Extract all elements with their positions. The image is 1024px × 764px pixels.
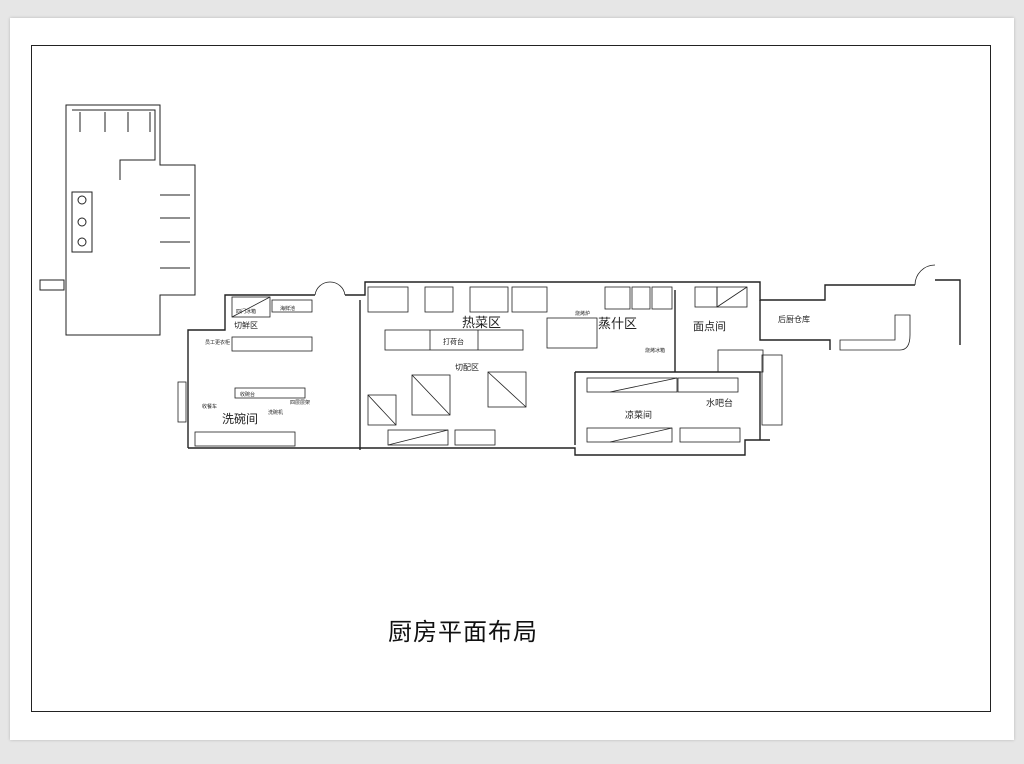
zone-cold-dish: 凉菜间 — [625, 409, 652, 421]
zone-counter: 打荷台 — [443, 337, 464, 346]
zone-storage: 后厨仓库 — [778, 314, 810, 324]
drawing-border — [31, 45, 991, 712]
equipment-shapes — [177, 264, 936, 447]
zone-pastry: 面点间 — [693, 320, 726, 333]
zone-seafood-cut: 切鲜区 — [234, 320, 258, 330]
zone-hot-dish: 热菜区 — [462, 316, 501, 331]
zone-dishwash: 洗碗间 — [222, 411, 258, 426]
label-fridge: 烧烤冰箱 — [645, 347, 665, 354]
label-roaster: 烧烤炉 — [575, 310, 590, 317]
drawing-sheet — [10, 18, 1014, 740]
label-lockers: 员工更衣柜 — [205, 339, 230, 346]
zone-prep: 切配区 — [455, 363, 479, 372]
kitchen-walls — [187, 279, 961, 456]
label-cart: 收餐车 — [202, 403, 217, 410]
label-shelf4: 四层层架 — [290, 400, 310, 406]
label-dishwasher: 洗碗机 — [268, 409, 283, 416]
drawing-title: 厨房平面布局 — [388, 618, 538, 646]
zone-steam: 蒸什区 — [598, 317, 637, 332]
label-fridge4: 四门冰箱 — [236, 308, 256, 315]
sheet-frame-wrapper — [10, 18, 1014, 740]
zone-water-bar: 水吧台 — [706, 397, 733, 409]
label-seafood-tank: 海鲜池 — [280, 305, 295, 312]
restroom-block — [39, 104, 196, 336]
label-bowl-table: 收碗台 — [240, 391, 255, 398]
